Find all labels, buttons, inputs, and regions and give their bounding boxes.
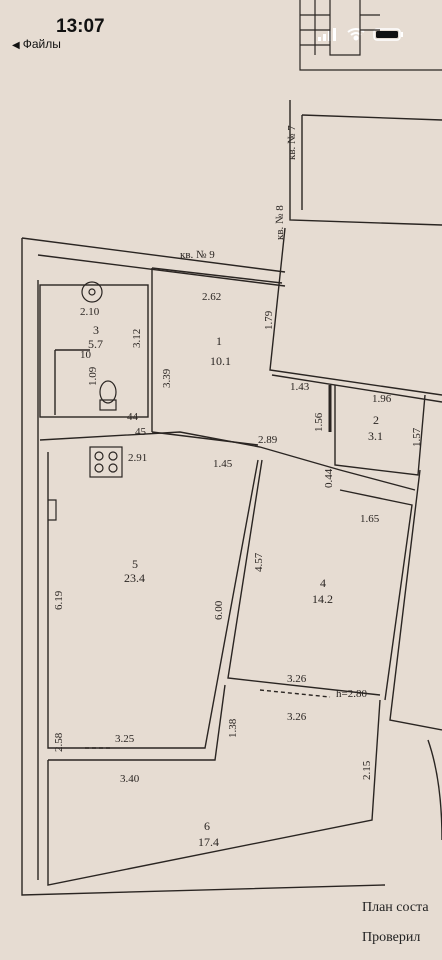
- room-5-walls: [47, 452, 259, 749]
- dimension-label: 45: [135, 426, 147, 438]
- dimension-label: 44: [127, 411, 139, 423]
- dimension-label: 6.19: [53, 590, 65, 610]
- room-1-number: 1: [216, 334, 222, 348]
- dimension-label: 10: [80, 349, 92, 361]
- dimension-label: 1.09: [87, 366, 99, 386]
- dimension-label: 1.38: [227, 718, 239, 738]
- room-6-number: 6: [204, 819, 210, 833]
- room-3-area: 5.7: [88, 337, 103, 351]
- back-label[interactable]: Файлы: [22, 37, 61, 51]
- dimension-label: 3.40: [120, 773, 140, 785]
- dimension-label: 6.00: [213, 600, 225, 620]
- dimension-label: 2.10: [80, 306, 100, 318]
- room-1-area: 10.1: [210, 354, 231, 368]
- dimension-label: 2.62: [202, 291, 221, 303]
- neighbor-walls: [269, 100, 442, 403]
- outer-wall: [21, 237, 386, 896]
- status-bar: 13:07 ◀Файлы: [0, 0, 442, 60]
- dimension-labels: 2.62 1.79 3.39 3.12 2.10 10 1.09 44 45 2…: [53, 291, 423, 785]
- room-2-area: 3.1: [368, 429, 383, 443]
- toilet-icon: [99, 380, 117, 411]
- dimension-label: 4.57: [253, 552, 265, 572]
- dimension-label: 1.45: [213, 458, 233, 470]
- room-4-number: 4: [320, 576, 326, 590]
- stairwell: [299, 0, 442, 71]
- ceiling-height-label: h=2.80: [336, 688, 367, 700]
- sink-icon: [81, 281, 103, 303]
- apartment-9-label: кв. № 9: [180, 249, 215, 261]
- room-3-walls: [39, 284, 149, 418]
- room-5-area: 23.4: [124, 571, 145, 585]
- dimension-label: 1.43: [290, 381, 310, 393]
- room-5-number: 5: [132, 557, 138, 571]
- dimension-label: 2.91: [128, 452, 147, 464]
- dimension-label: 1.57: [411, 427, 423, 447]
- room-2-number: 2: [373, 413, 379, 427]
- room-4-walls: [227, 459, 442, 731]
- battery-icon: [373, 28, 403, 41]
- room-6-area: 17.4: [198, 835, 219, 849]
- dimension-label: 3.26: [287, 711, 307, 723]
- apartment-7-label: кв. № 7: [286, 125, 298, 160]
- dimension-label: 3.26: [287, 673, 307, 685]
- footer-line-2: Проверил: [362, 930, 421, 945]
- dimension-label: 2.58: [53, 732, 65, 752]
- room-4-area: 14.2: [312, 592, 333, 606]
- dimension-label: 2.15: [361, 760, 373, 780]
- dimension-label: 3.39: [161, 368, 173, 388]
- radiator-icon: [48, 499, 57, 521]
- room-3-number: 3: [93, 323, 99, 337]
- dimension-label: 1.56: [313, 412, 325, 432]
- dimension-label: 2.89: [258, 434, 278, 446]
- room-2-walls: [328, 385, 426, 476]
- corridor-wall: [39, 431, 416, 491]
- dimension-label: 3.25: [115, 733, 135, 745]
- dimension-label: 3.12: [131, 329, 143, 348]
- apartment-8-label: кв. № 8: [274, 205, 286, 240]
- stove-icon: [89, 446, 123, 478]
- status-time: 13:07: [56, 16, 105, 37]
- dimension-label: 0.44: [323, 468, 335, 488]
- back-arrow-icon[interactable]: ◀: [12, 40, 20, 51]
- room-6-walls: [47, 684, 381, 886]
- dimension-label: 1.65: [360, 513, 380, 525]
- back-to-files-link[interactable]: ◀Файлы: [12, 37, 61, 51]
- right-curve-wall: [427, 739, 442, 841]
- dimension-label: 1.79: [263, 310, 275, 330]
- footer-line-1: План соста: [362, 900, 429, 915]
- dimension-label: 1.96: [372, 393, 392, 405]
